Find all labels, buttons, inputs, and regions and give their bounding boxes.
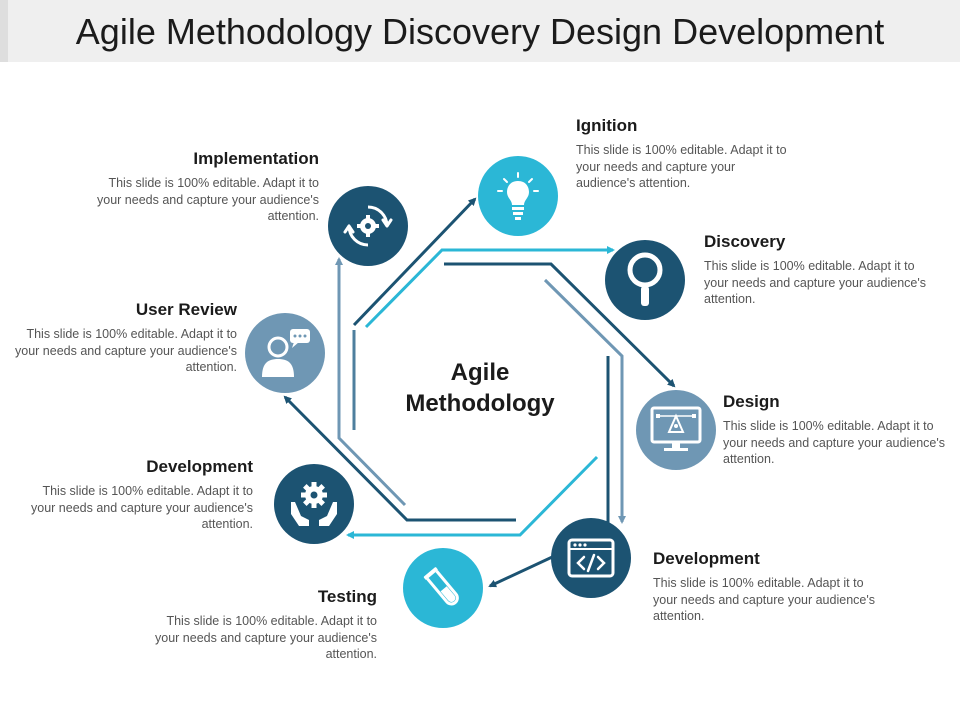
development-right-title: Development: [653, 549, 760, 568]
magnifier-icon: [627, 252, 663, 306]
ignition-desc: This slide is 100% editable. Adapt it to…: [576, 143, 787, 190]
development-left-circle: [274, 464, 354, 544]
arrow-to-development-right: [543, 278, 626, 524]
title-accent: [0, 0, 8, 62]
arrow-to-user-review: [283, 395, 516, 522]
arrow-to-ignition: [352, 197, 477, 327]
stage-ignition: Ignition This slide is 100% editable. Ad…: [576, 116, 796, 192]
implementation-desc: This slide is 100% editable. Adapt it to…: [97, 176, 319, 223]
center-label-line2: Methodology: [405, 390, 555, 417]
design-circle: [636, 390, 716, 470]
design-monitor-icon: [650, 406, 702, 451]
design-title: Design: [723, 392, 780, 411]
discovery-title: Discovery: [704, 232, 786, 251]
stage-development-left: Development This slide is 100% editable.…: [31, 457, 253, 533]
ignition-circle: [478, 156, 558, 236]
stage-testing: Testing This slide is 100% editable. Ada…: [155, 587, 377, 663]
gear-hands-icon: [291, 482, 337, 526]
user-review-title: User Review: [135, 300, 237, 319]
discovery-desc: This slide is 100% editable. Adapt it to…: [704, 259, 926, 306]
stage-development-right: Development This slide is 100% editable.…: [653, 549, 875, 625]
testing-circle: [403, 548, 483, 628]
arrow-to-design: [444, 262, 676, 388]
development-right-circle: [551, 518, 631, 598]
testing-title: Testing: [317, 587, 377, 606]
title-bar: [8, 0, 960, 62]
center-label-line1: Agile: [450, 359, 510, 386]
testing-desc: This slide is 100% editable. Adapt it to…: [155, 614, 377, 661]
test-tube-icon: [423, 567, 459, 606]
stage-user-review: User Review This slide is 100% editable.…: [15, 300, 237, 376]
arrow-to-implementation: [335, 257, 407, 507]
ignition-title: Ignition: [576, 116, 638, 135]
user-review-desc: This slide is 100% editable. Adapt it to…: [15, 327, 237, 374]
page-title: Agile Methodology Discovery Design Devel…: [75, 11, 885, 52]
development-left-desc: This slide is 100% editable. Adapt it to…: [31, 484, 253, 531]
discovery-circle: [605, 240, 685, 320]
implementation-circle: [328, 186, 408, 266]
stage-implementation: Implementation This slide is 100% editab…: [97, 149, 319, 225]
development-right-desc: This slide is 100% editable. Adapt it to…: [653, 576, 875, 623]
code-window-icon: [567, 538, 615, 578]
arrow-to-development-left: [346, 455, 599, 539]
development-left-title: Development: [146, 457, 253, 476]
design-desc: This slide is 100% editable. Adapt it to…: [723, 419, 945, 466]
stage-discovery: Discovery This slide is 100% editable. A…: [704, 232, 926, 308]
implementation-title: Implementation: [193, 149, 319, 168]
arrow-to-discovery: [364, 246, 615, 329]
user-chat-icon: [262, 329, 310, 377]
center-label: Agile Methodology: [380, 357, 580, 419]
user-review-circle: [245, 313, 325, 393]
lightbulb-icon: [497, 172, 539, 220]
stage-design: Design This slide is 100% editable. Adap…: [723, 392, 945, 468]
cycle-gear-icon: [343, 205, 393, 247]
